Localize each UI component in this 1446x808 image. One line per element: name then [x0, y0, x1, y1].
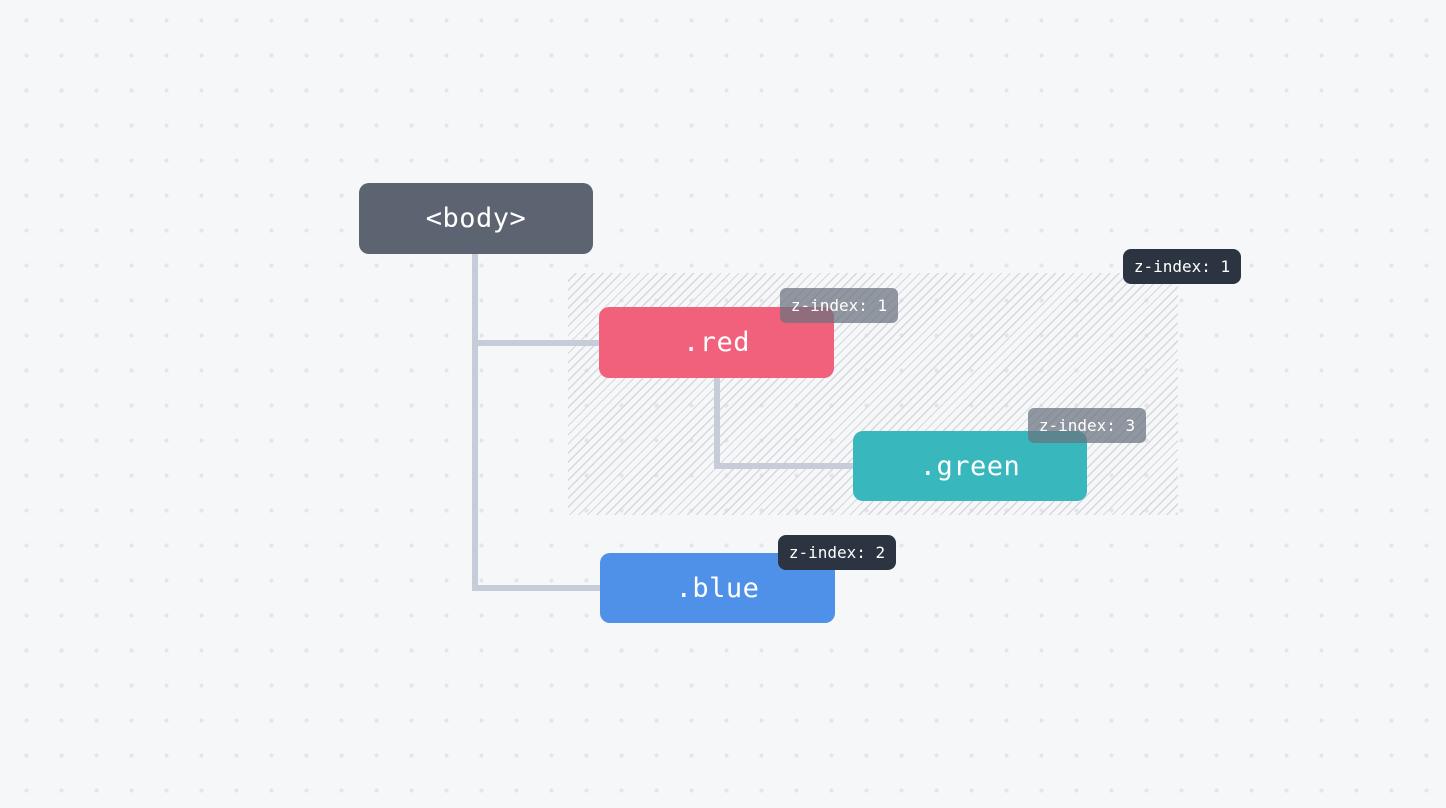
connector-red-to-green: [714, 463, 856, 469]
connector-body-vertical: [472, 252, 478, 591]
connector-body-to-blue: [472, 585, 603, 591]
node-body: <body>: [359, 183, 593, 254]
node-blue: .blue: [600, 553, 835, 623]
z-index-badge-green: z-index: 3: [1028, 408, 1146, 443]
connector-body-to-red: [472, 340, 602, 346]
z-index-badge-blue: z-index: 2: [778, 535, 896, 570]
stacking-context-badge: z-index: 1: [1123, 249, 1241, 284]
connector-red-vertical: [714, 376, 720, 469]
z-index-badge-red: z-index: 1: [780, 288, 898, 323]
